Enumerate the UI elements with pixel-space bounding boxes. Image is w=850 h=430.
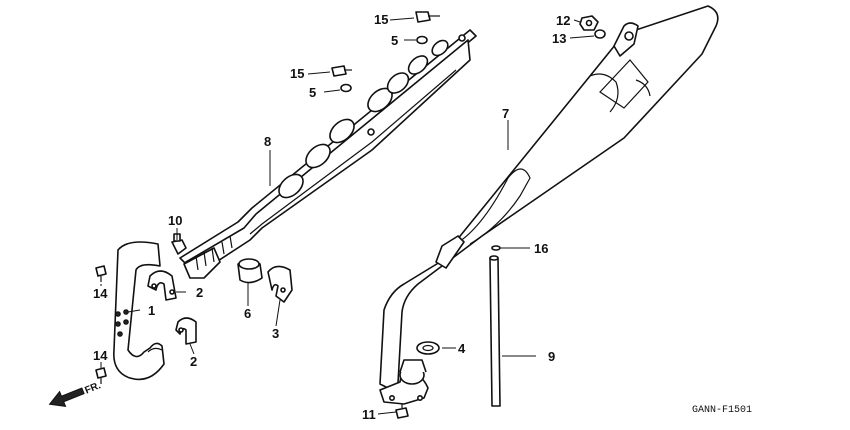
washer-13[interactable] <box>594 29 606 39</box>
clamp-upper[interactable] <box>147 270 177 301</box>
callout-2-upper: 2 <box>196 285 203 300</box>
callout-5-lower: 5 <box>309 85 316 100</box>
front-marker-label: FR. <box>83 380 102 396</box>
callout-10: 10 <box>168 213 182 228</box>
callout-15-upper: 15 <box>374 12 388 27</box>
callout-14-upper: 14 <box>93 286 108 301</box>
callout-6: 6 <box>244 306 251 321</box>
o-ring-16[interactable] <box>491 245 501 251</box>
gasket-4[interactable] <box>416 341 440 355</box>
nut-12[interactable] <box>579 15 599 31</box>
collar[interactable] <box>237 258 263 284</box>
callout-1: 1 <box>148 303 155 318</box>
front-direction-arrow: FR. <box>48 380 103 408</box>
callout-4: 4 <box>458 341 466 356</box>
callout-3: 3 <box>272 326 279 341</box>
washer-5-lower[interactable] <box>340 83 352 93</box>
callout-16: 16 <box>534 241 548 256</box>
callout-2-lower: 2 <box>190 354 197 369</box>
bolt-15-upper[interactable] <box>415 11 440 23</box>
muffler-heat-guard[interactable] <box>113 241 165 381</box>
callout-labels: 15 5 15 5 12 13 8 7 10 14 2 1 6 3 2 14 4… <box>93 12 570 422</box>
bolt-11[interactable] <box>395 404 409 419</box>
callout-15-lower: 15 <box>290 66 304 81</box>
bolt-15-lower[interactable] <box>331 65 352 77</box>
bolt-14-upper[interactable] <box>95 265 107 282</box>
band[interactable] <box>267 265 293 303</box>
callout-7: 7 <box>502 106 509 121</box>
drain-tube-9[interactable] <box>489 255 501 407</box>
washer-5-upper[interactable] <box>416 35 428 45</box>
bolt-14-lower[interactable] <box>95 367 107 384</box>
leader-lines <box>100 17 595 415</box>
muffler[interactable] <box>379 5 719 405</box>
muffler-protector[interactable] <box>179 29 477 279</box>
callout-9: 9 <box>548 349 555 364</box>
clamp-lower[interactable] <box>175 317 197 345</box>
callout-14-lower: 14 <box>93 348 108 363</box>
callout-8: 8 <box>264 134 271 149</box>
diagram-code: GANN-F1501 <box>692 405 752 416</box>
callout-11: 11 <box>362 407 376 422</box>
bolt-10[interactable] <box>171 233 187 255</box>
callout-12: 12 <box>556 13 570 28</box>
callout-13: 13 <box>552 31 566 46</box>
callout-5-upper: 5 <box>391 33 398 48</box>
